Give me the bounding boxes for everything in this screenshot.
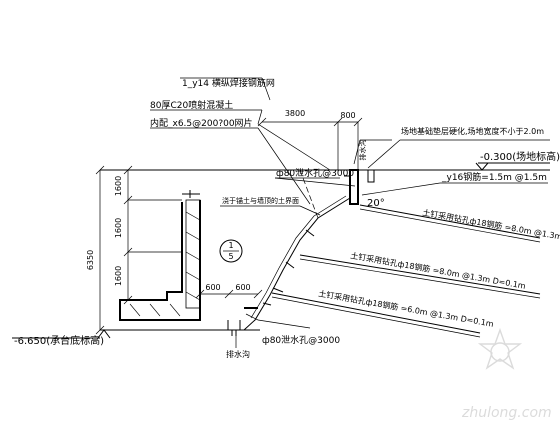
dim-1600-c: 1600: [114, 266, 123, 286]
angle-label: 20°: [367, 198, 385, 209]
dim-600-a: 600: [205, 283, 220, 292]
shotcrete-face: [250, 195, 347, 319]
bottom-level-label: -6.650(承台底标高): [14, 334, 104, 347]
drain-bottom-label: 排水沟: [226, 349, 250, 359]
dim-3800-label: 3800: [285, 109, 305, 118]
soil-nail-3: [271, 292, 481, 338]
shotcrete-label: 80厚C20喷射混凝土: [150, 99, 233, 111]
mesh-spec-label: 内配_x6.5@200?00网片: [150, 117, 253, 129]
dim-800-label: 800: [340, 111, 355, 120]
mesh-top-label: 1_y14 横纵焊接钢筋网: [182, 77, 275, 89]
svg-text:5: 5: [228, 252, 233, 261]
excavation-slope: [243, 197, 351, 331]
drain-pipe-bottom-label: ф80泄水孔@3000: [262, 334, 340, 346]
slope-ratio: 1 5: [219, 239, 243, 263]
watermark: zhulong.com: [461, 327, 552, 421]
drain-top-label: 排水沟: [358, 140, 367, 161]
watermark-text: zhulong.com: [461, 405, 552, 421]
pour-note-label: 浇于锚土与墙顶的土界面: [222, 196, 299, 205]
bottom-drain-trench: [227, 307, 258, 336]
dim-top: 3800 800: [257, 109, 363, 170]
dim-1600-stack: 1600 1600 1600: [114, 165, 182, 305]
leaders: [150, 77, 550, 348]
dim-600-pair: 600 600: [195, 283, 263, 299]
dim-6350-label: 6350: [86, 250, 95, 270]
ground-level-label: -0.300(场地标高): [480, 150, 560, 163]
retaining-wall: [119, 190, 201, 321]
dim-1600-b: 1600: [114, 218, 123, 238]
slope-top-cap: [344, 169, 375, 205]
slope-protect-label: 场地基础垫层硬化,场地宽度不小于2.0m: [401, 126, 544, 136]
drain-pipe-top-label: ф80泄水孔@3000: [276, 167, 354, 179]
ground-elevation-marker: -0.300(场地标高): [475, 150, 560, 171]
steel-bar-label: _y16钢筋=1.5m @1.5m: [441, 171, 547, 183]
nail-2-label: 土钉采用钻孔ф18钢筋 =8.0m @1.3m D=0.1m: [350, 250, 527, 291]
svg-text:1: 1: [228, 241, 233, 250]
bottom-elevation-marker: -6.650(承台底标高): [12, 329, 111, 347]
dim-600-b: 600: [235, 283, 250, 292]
soil-nail-1: [359, 204, 541, 243]
dim-1600-a: 1600: [114, 176, 123, 196]
soil-nail-2: [299, 254, 541, 299]
nail-heads: [262, 229, 315, 306]
dim-6350: 6350: [86, 165, 105, 335]
